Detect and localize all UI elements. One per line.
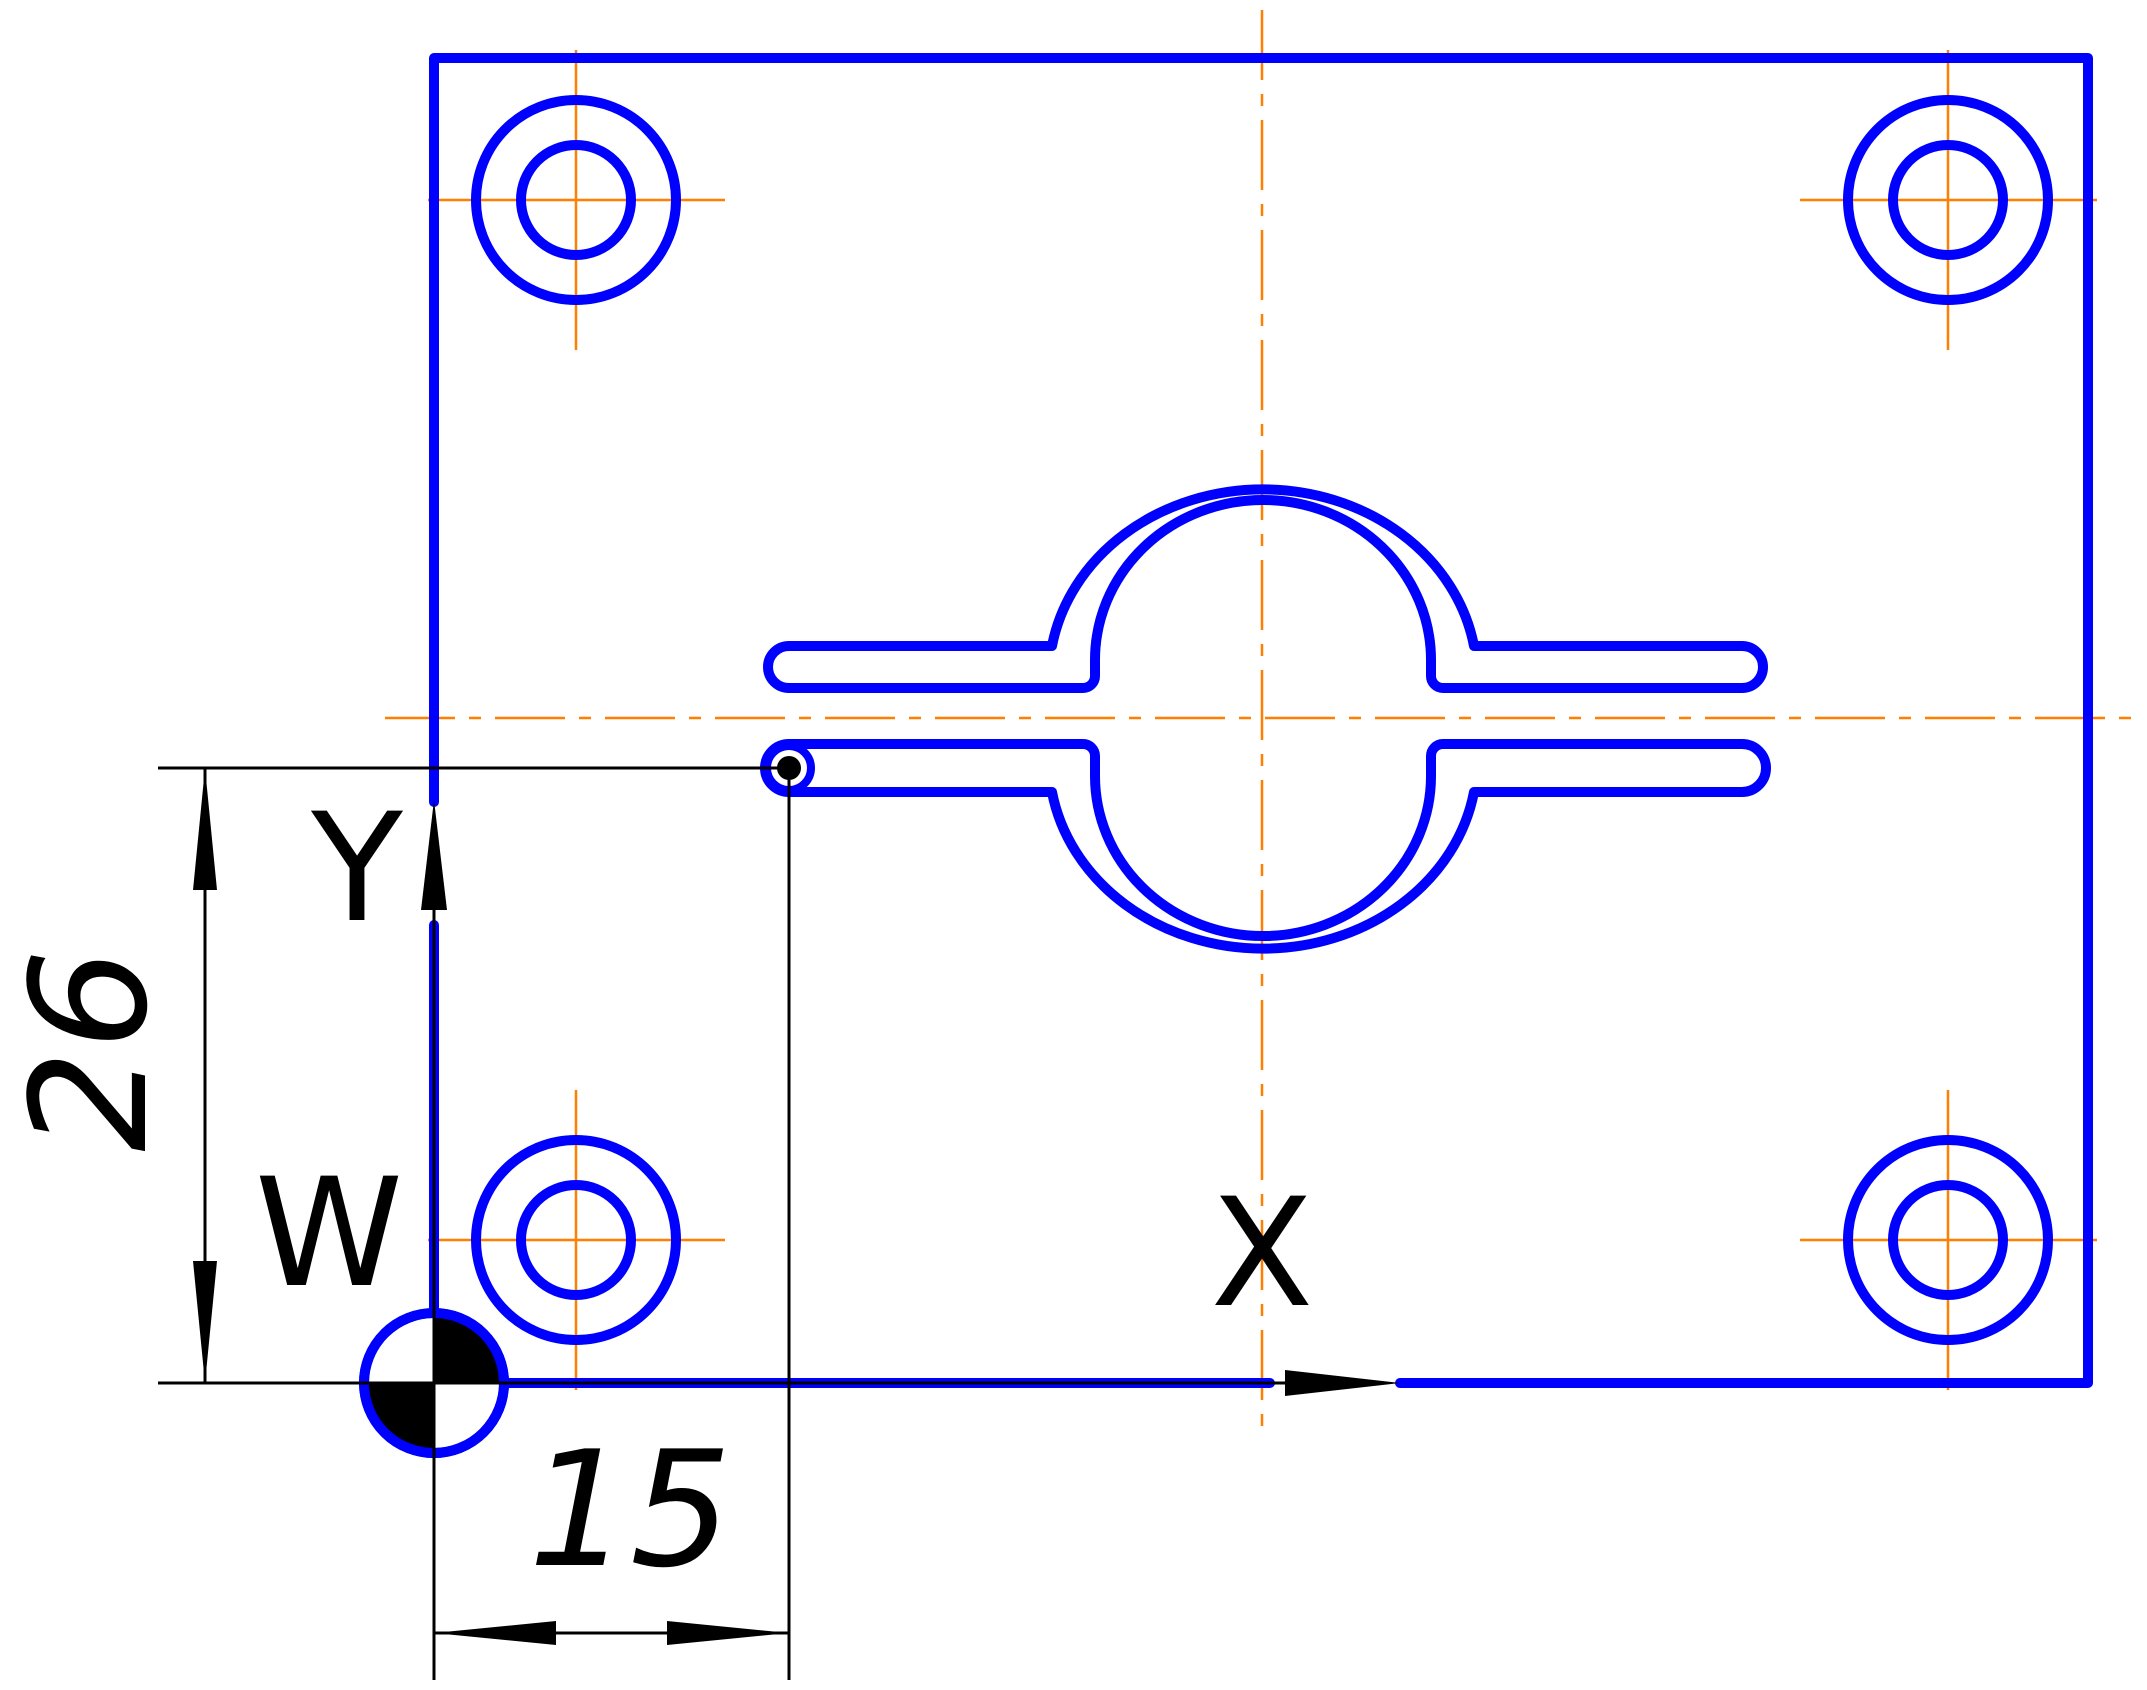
hole-inner-tl xyxy=(516,140,636,260)
hole-inner-bl xyxy=(516,1180,636,1300)
hole-outer-bl xyxy=(471,1135,681,1345)
origin-quadrant-tr xyxy=(434,1313,504,1383)
plate-outline xyxy=(429,53,2093,1388)
hole-inner-tr xyxy=(1888,140,2008,260)
central-slot-upper-outer xyxy=(763,484,1768,693)
dim-vertical-value: 26 xyxy=(0,948,183,1152)
central-slot-lower-outer xyxy=(760,739,1771,954)
x-axis-label: X xyxy=(1211,1167,1314,1341)
origin-quadrant-bl xyxy=(364,1383,434,1453)
dim-vertical-arrow-bottom xyxy=(193,1261,217,1383)
hole-outer-tr xyxy=(1843,95,2053,305)
x-axis-arrow xyxy=(1285,1370,1400,1396)
y-axis-arrow xyxy=(421,800,447,910)
hole-inner-br xyxy=(1888,1180,2008,1300)
y-axis-label: Y xyxy=(310,782,403,956)
dim-vertical-arrow-top xyxy=(193,768,217,890)
dimensions xyxy=(158,766,791,1680)
axes xyxy=(421,800,1400,1396)
dim-horizontal-value: 15 xyxy=(528,1416,732,1603)
hole-outer-br xyxy=(1843,1135,2053,1345)
origin-label: W xyxy=(255,1147,403,1321)
dim-horizontal-arrow-right xyxy=(667,1621,789,1645)
hole-outer-tl xyxy=(471,95,681,305)
dim-horizontal-arrow-left xyxy=(434,1621,556,1645)
